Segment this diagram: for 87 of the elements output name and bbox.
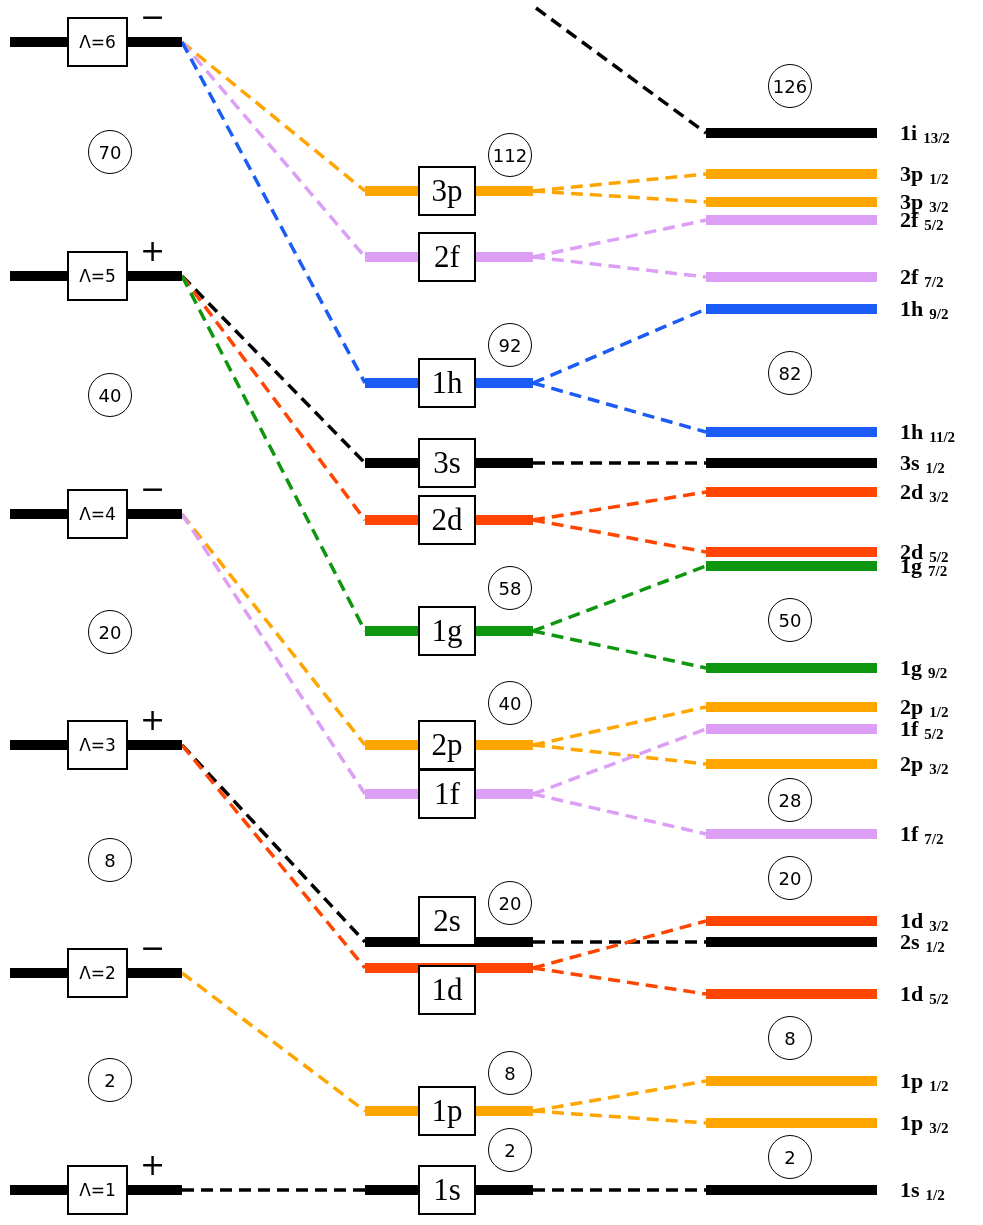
level-label: 1g$_{9/2}$ xyxy=(900,659,948,682)
level-label: 1s$_{1/2}$ xyxy=(900,1181,945,1204)
connector-line xyxy=(180,275,367,632)
connector-line xyxy=(532,490,707,522)
level-label: 2d xyxy=(418,495,476,545)
level-label: Λ=6 xyxy=(67,17,128,67)
parity-sign: − xyxy=(140,933,166,963)
connector-line xyxy=(532,727,707,796)
connector-line xyxy=(532,189,707,204)
level-label: 1h xyxy=(418,358,476,408)
level-label: 1p$_{3/2}$ xyxy=(900,1114,949,1137)
connector-line xyxy=(533,461,706,465)
connector-line xyxy=(532,743,707,766)
magic-number: 20 xyxy=(488,881,532,925)
level-label: 2s xyxy=(418,896,476,946)
level-label: Λ=5 xyxy=(67,251,128,301)
magic-number: 20 xyxy=(768,856,812,900)
connector-line xyxy=(533,1188,706,1192)
connector-line xyxy=(180,971,367,1113)
connector-line xyxy=(532,792,707,836)
magic-number: 2 xyxy=(768,1135,812,1179)
magic-number: 8 xyxy=(488,1051,532,1095)
magic-number: 58 xyxy=(488,566,532,610)
level-label: 1h$_{11/2}$ xyxy=(900,423,956,446)
level-label: 1f$_{5/2}$ xyxy=(900,720,944,743)
level-label: 1s xyxy=(418,1165,476,1215)
parity-sign: + xyxy=(140,1150,166,1180)
level-label: 1f$_{7/2}$ xyxy=(900,825,944,848)
level-label: 1h$_{9/2}$ xyxy=(900,300,949,323)
magic-number: 8 xyxy=(768,1016,812,1060)
magic-number: 92 xyxy=(488,323,532,367)
connector-line xyxy=(532,705,707,747)
level-label: 1g xyxy=(418,606,476,656)
level-label: 1d$_{5/2}$ xyxy=(900,985,949,1008)
magic-number: 126 xyxy=(768,64,812,108)
level-label: 3s xyxy=(418,438,476,488)
connector-line xyxy=(532,255,707,279)
magic-number: 2 xyxy=(488,1128,532,1172)
connector-line xyxy=(182,1188,365,1192)
parity-sign: − xyxy=(140,474,166,504)
level-label: 3s$_{1/2}$ xyxy=(900,454,945,477)
parity-sign: + xyxy=(140,236,166,266)
connector-line xyxy=(180,41,367,384)
parity-sign: − xyxy=(140,2,166,32)
level-label: 1p$_{1/2}$ xyxy=(900,1072,949,1095)
level-label: 1p xyxy=(418,1086,476,1136)
level-label: 2p$_{1/2}$ xyxy=(900,698,949,721)
connector-line xyxy=(532,564,707,633)
connector-line xyxy=(180,40,367,193)
connector-line xyxy=(532,629,707,670)
magic-number: 8 xyxy=(88,838,132,882)
magic-number: 28 xyxy=(768,778,812,822)
level-label: 2d$_{3/2}$ xyxy=(900,483,949,506)
magic-number: 112 xyxy=(488,133,532,177)
level-label: 2p$_{3/2}$ xyxy=(900,755,949,778)
connector-line xyxy=(532,966,707,996)
level-label: 1i$_{13/2}$ xyxy=(900,124,950,147)
level-label: 1d$_{3/2}$ xyxy=(900,912,949,935)
level-label: 1f xyxy=(418,769,476,819)
level-label: Λ=3 xyxy=(67,720,128,770)
magic-number: 20 xyxy=(88,610,132,654)
connector-line xyxy=(532,919,707,970)
magic-number: 40 xyxy=(488,681,532,725)
connector-line xyxy=(180,513,367,795)
magic-number: 40 xyxy=(88,373,132,417)
level-label: Λ=1 xyxy=(67,1165,128,1215)
level-label: Λ=2 xyxy=(67,948,128,998)
level-label: 3p xyxy=(418,166,476,216)
magic-number: 50 xyxy=(768,598,812,642)
level-label: 1d xyxy=(418,965,476,1015)
connector-line xyxy=(532,1109,707,1125)
level-label: 2f$_{7/2}$ xyxy=(900,268,944,291)
level-label: Λ=4 xyxy=(67,489,128,539)
level-label: 2s$_{1/2}$ xyxy=(900,933,945,956)
magic-number: 70 xyxy=(88,130,132,174)
connector-line xyxy=(534,6,708,135)
level-label: 2p xyxy=(418,720,476,770)
connector-line xyxy=(532,381,707,434)
magic-number: 82 xyxy=(768,351,812,395)
connector-line xyxy=(180,274,367,465)
level-label: 2f xyxy=(418,232,476,282)
connector-line xyxy=(532,518,707,554)
parity-sign: + xyxy=(140,705,166,735)
connector-line xyxy=(533,940,706,944)
connector-line xyxy=(532,218,707,259)
magic-number: 2 xyxy=(88,1058,132,1102)
level-label: 3p$_{1/2}$ xyxy=(900,165,949,188)
